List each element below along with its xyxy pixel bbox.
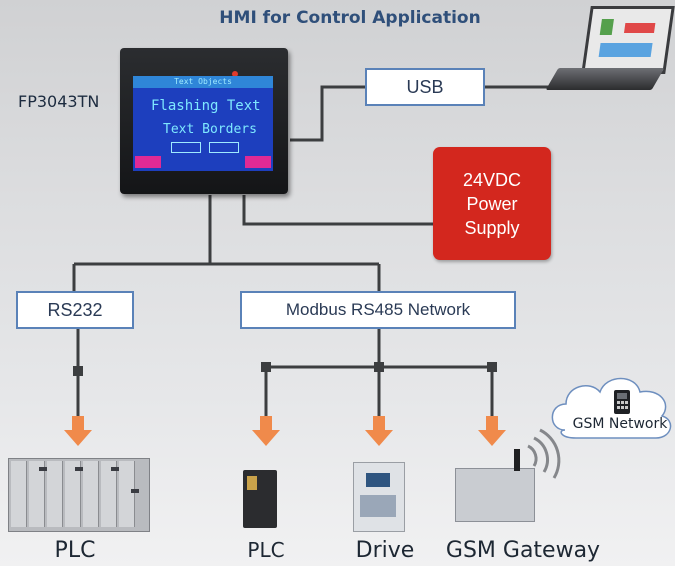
hmi-status-led [232, 71, 238, 77]
laptop-keyboard [545, 68, 665, 90]
branch-node-drive [374, 362, 384, 372]
gsm-gateway-image [455, 449, 535, 522]
hmi-screen-line2: Text Borders [163, 122, 257, 137]
hmi-screen-button-left [135, 156, 161, 168]
rs232-box: RS232 [16, 291, 134, 329]
plc-small-image [243, 470, 277, 528]
modbus-network-box: Modbus RS485 Network [240, 291, 516, 329]
usb-wire [290, 85, 365, 142]
plc-rack-image [8, 458, 150, 532]
hmi-screen-border-box-2 [209, 142, 239, 153]
hmi-screen-border-box-1 [171, 142, 201, 153]
hmi-model-label: FP3043TN [18, 92, 100, 111]
hmi-screen-line1: Flashing Text [151, 98, 261, 114]
power-line3: Supply [464, 217, 520, 238]
drive-image [353, 462, 405, 532]
label-plc-rack: PLC [54, 538, 96, 563]
arrow-gsm-gateway [478, 416, 506, 446]
hmi-screen: Text Objects Flashing Text Text Borders [133, 76, 273, 171]
arrow-plc-rack [64, 416, 92, 446]
label-gsm-gateway: GSM Gateway [445, 538, 601, 563]
power-supply-box: 24VDC Power Supply [433, 147, 551, 260]
power-line2: Power [466, 193, 518, 214]
rs232-connector [73, 366, 83, 376]
power-wire [242, 195, 433, 226]
diagram-title: HMI for Control Application [219, 8, 481, 28]
label-plc-small: PLC [247, 538, 285, 562]
arrow-drive [365, 416, 393, 446]
gsm-cloud-icon [551, 377, 672, 439]
mobile-phone-icon [614, 390, 630, 414]
power-line1: 24VDC [462, 169, 522, 190]
laptop-icon [581, 6, 675, 74]
usb-box: USB [365, 68, 485, 106]
hmi-screen-header: Text Objects [133, 76, 273, 88]
label-drive: Drive [355, 538, 415, 563]
arrow-plc-small [252, 416, 280, 446]
gsm-network-label: GSM Network [572, 416, 668, 432]
hmi-screen-button-right [245, 156, 271, 168]
wireless-signal-icon [527, 428, 561, 479]
